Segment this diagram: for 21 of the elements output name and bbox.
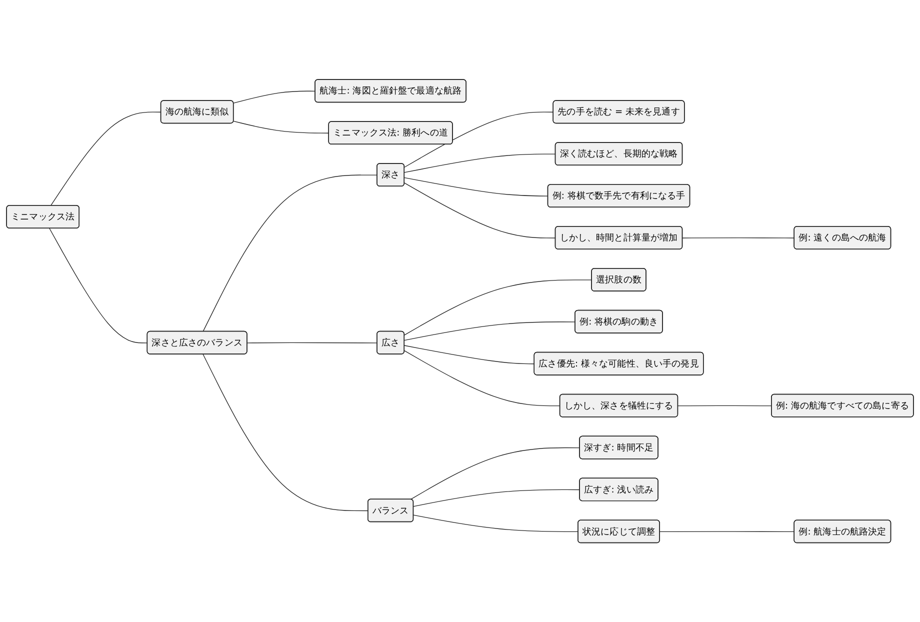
connector <box>404 350 560 406</box>
connector <box>246 342 378 344</box>
connector <box>233 120 330 134</box>
connector <box>233 90 316 104</box>
connector <box>678 405 772 406</box>
connector <box>202 174 378 332</box>
connector <box>202 354 368 511</box>
connector <box>413 489 580 507</box>
connector <box>413 514 579 532</box>
connector <box>404 182 556 238</box>
connector <box>404 279 592 336</box>
connector <box>404 112 554 168</box>
connector <box>404 321 576 340</box>
connector <box>404 177 548 196</box>
connector <box>660 531 795 532</box>
connector <box>50 112 162 206</box>
connector <box>404 154 556 173</box>
connector <box>682 237 795 238</box>
connector <box>404 345 535 364</box>
connector <box>410 447 580 500</box>
connector <box>49 228 148 344</box>
